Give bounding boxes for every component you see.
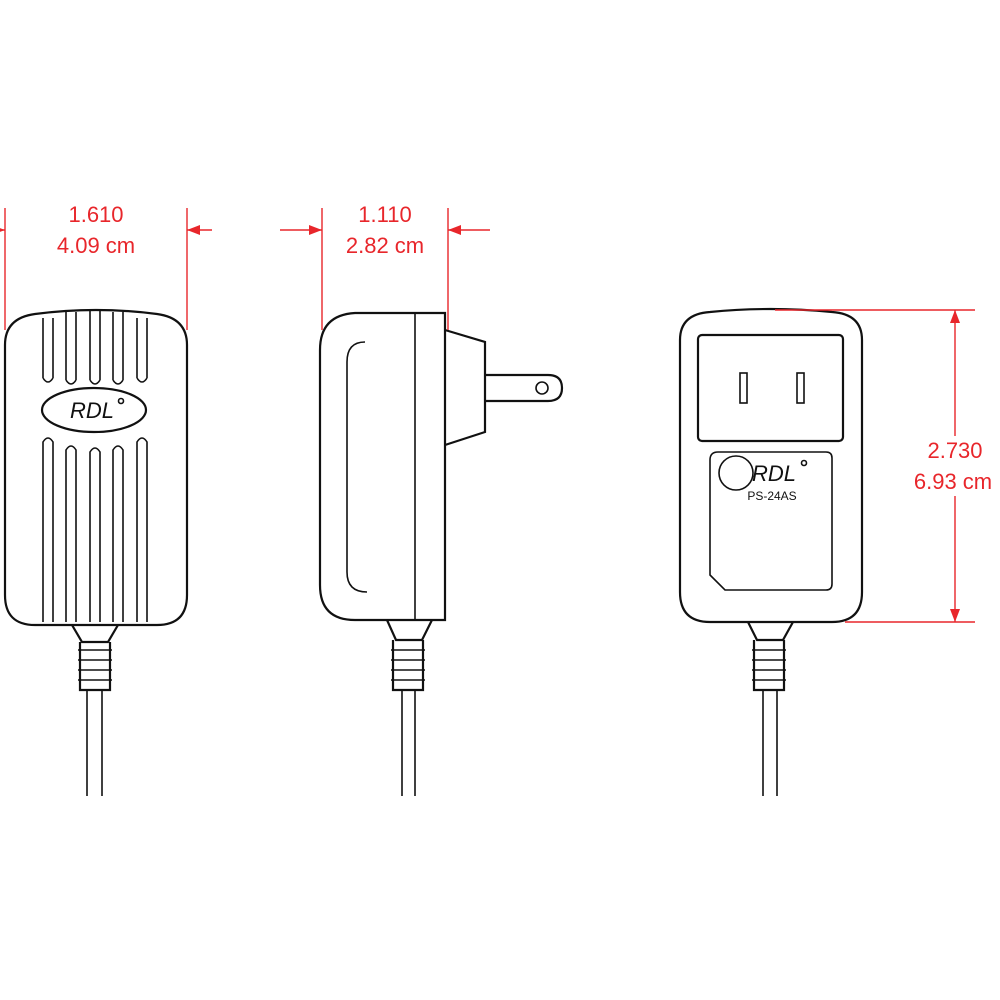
bottom-ribs: [42, 437, 148, 622]
width-cm: 4.09 cm: [57, 233, 135, 258]
height-inches: 2.730: [927, 438, 982, 463]
depth-cm: 2.82 cm: [346, 233, 424, 258]
back-strain-relief: [747, 621, 794, 796]
front-strain-relief: [71, 624, 119, 796]
front-logo: RDL: [70, 398, 114, 423]
model-number: PS-24AS: [747, 489, 796, 503]
width-dimension: 1.610 4.09 cm: [0, 202, 212, 330]
side-view: [318, 311, 564, 796]
outlet-slot: [796, 372, 805, 404]
outlet-face: [696, 333, 845, 443]
back-view: RDL PS-24AS: [678, 307, 864, 796]
outlet-slot: [739, 372, 748, 404]
back-logo: RDL: [752, 461, 796, 486]
logo-oval: [40, 386, 148, 434]
depth-inches: 1.110: [358, 202, 411, 227]
height-dimension: 2.730 6.93 cm: [775, 309, 1000, 623]
height-cm: 6.93 cm: [914, 469, 992, 494]
width-inches: 1.610: [68, 202, 123, 227]
front-view: RDL: [3, 308, 189, 796]
label-panel: [709, 451, 833, 591]
top-ribs: [42, 311, 148, 385]
depth-dimension: 1.110 2.82 cm: [280, 202, 490, 330]
side-strain-relief: [385, 619, 433, 796]
